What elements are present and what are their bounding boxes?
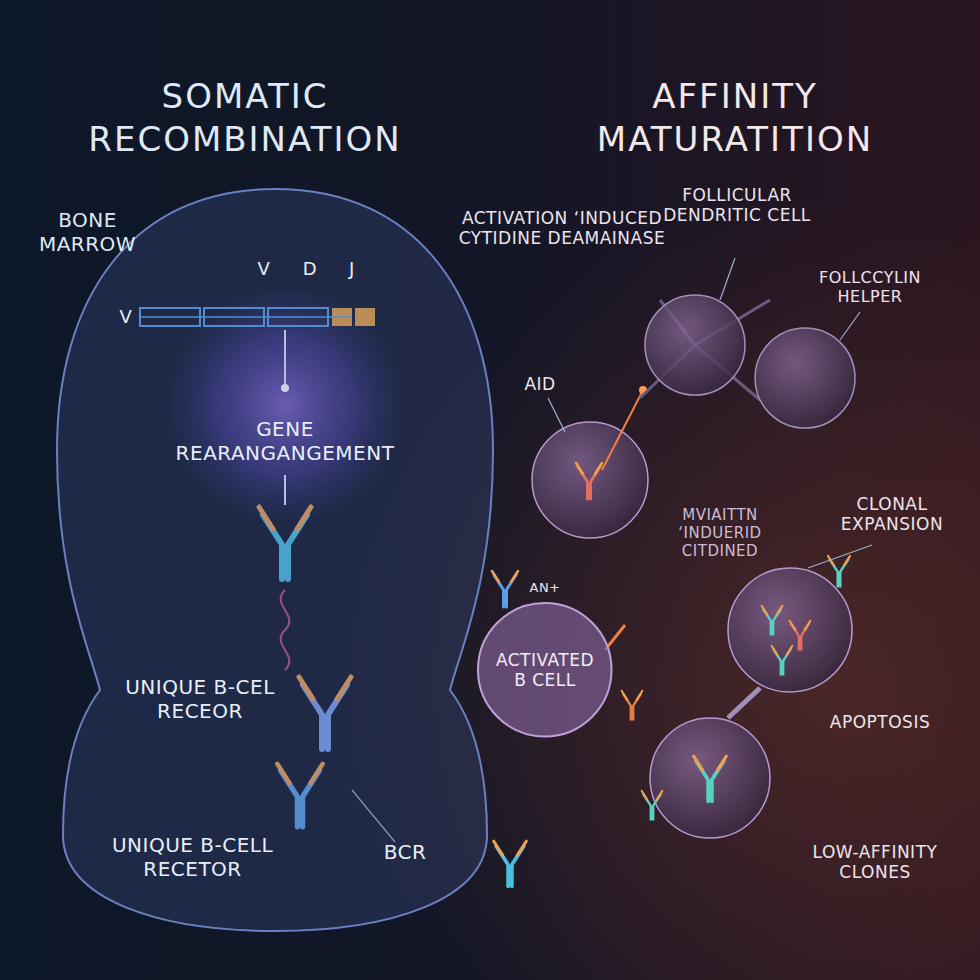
callout-label: V (252, 258, 276, 280)
activated-b-cell: ACTIVATED B CELL (476, 601, 614, 739)
node-text: UNIQUE B-CEL RECEOR (115, 675, 285, 723)
callout-label: ACTIVATION ‘INDUCED CYTIDINE DEAMAINASE (452, 208, 672, 249)
callout-label: FOLLCCYLIN HELPER (800, 268, 940, 306)
callout-label: J (340, 258, 364, 280)
node-text: ACTIVATED B CELL (490, 650, 600, 691)
outline (57, 189, 493, 931)
callout-label: AN+ (522, 580, 568, 596)
callout-label: LOW-AFFINITY CLONES (790, 842, 960, 883)
callout-label: MVIAITTN ‘INDUERID CITDINED (655, 506, 785, 560)
b-cell: GENE REARANGANGEMENT UNIQUE B-CEL RECEOR U… (55, 185, 495, 935)
section-heading: AFFINITY MATURATITION (515, 75, 955, 160)
node-text: GENE REARANGANGEMENT (170, 417, 400, 465)
node-text: BCR (373, 840, 437, 864)
node-text: UNIQUE B-CELL RECETOR (95, 833, 290, 881)
section-heading: SOMATIC RECOMBINATION (25, 75, 465, 160)
callout-label: AID (515, 374, 565, 394)
callout-label: BONE MARROW (30, 208, 145, 256)
dividing-cell-outline (55, 185, 495, 935)
outline (478, 603, 612, 737)
callout-label: APOPTOSIS (805, 712, 955, 732)
callout-label: D (298, 258, 322, 280)
callout-label: FOLLICULAR DENDRITIC CELL (652, 185, 822, 226)
callout-label: CLONAL EXPANSION (822, 494, 962, 535)
callout-label: V (114, 306, 138, 328)
